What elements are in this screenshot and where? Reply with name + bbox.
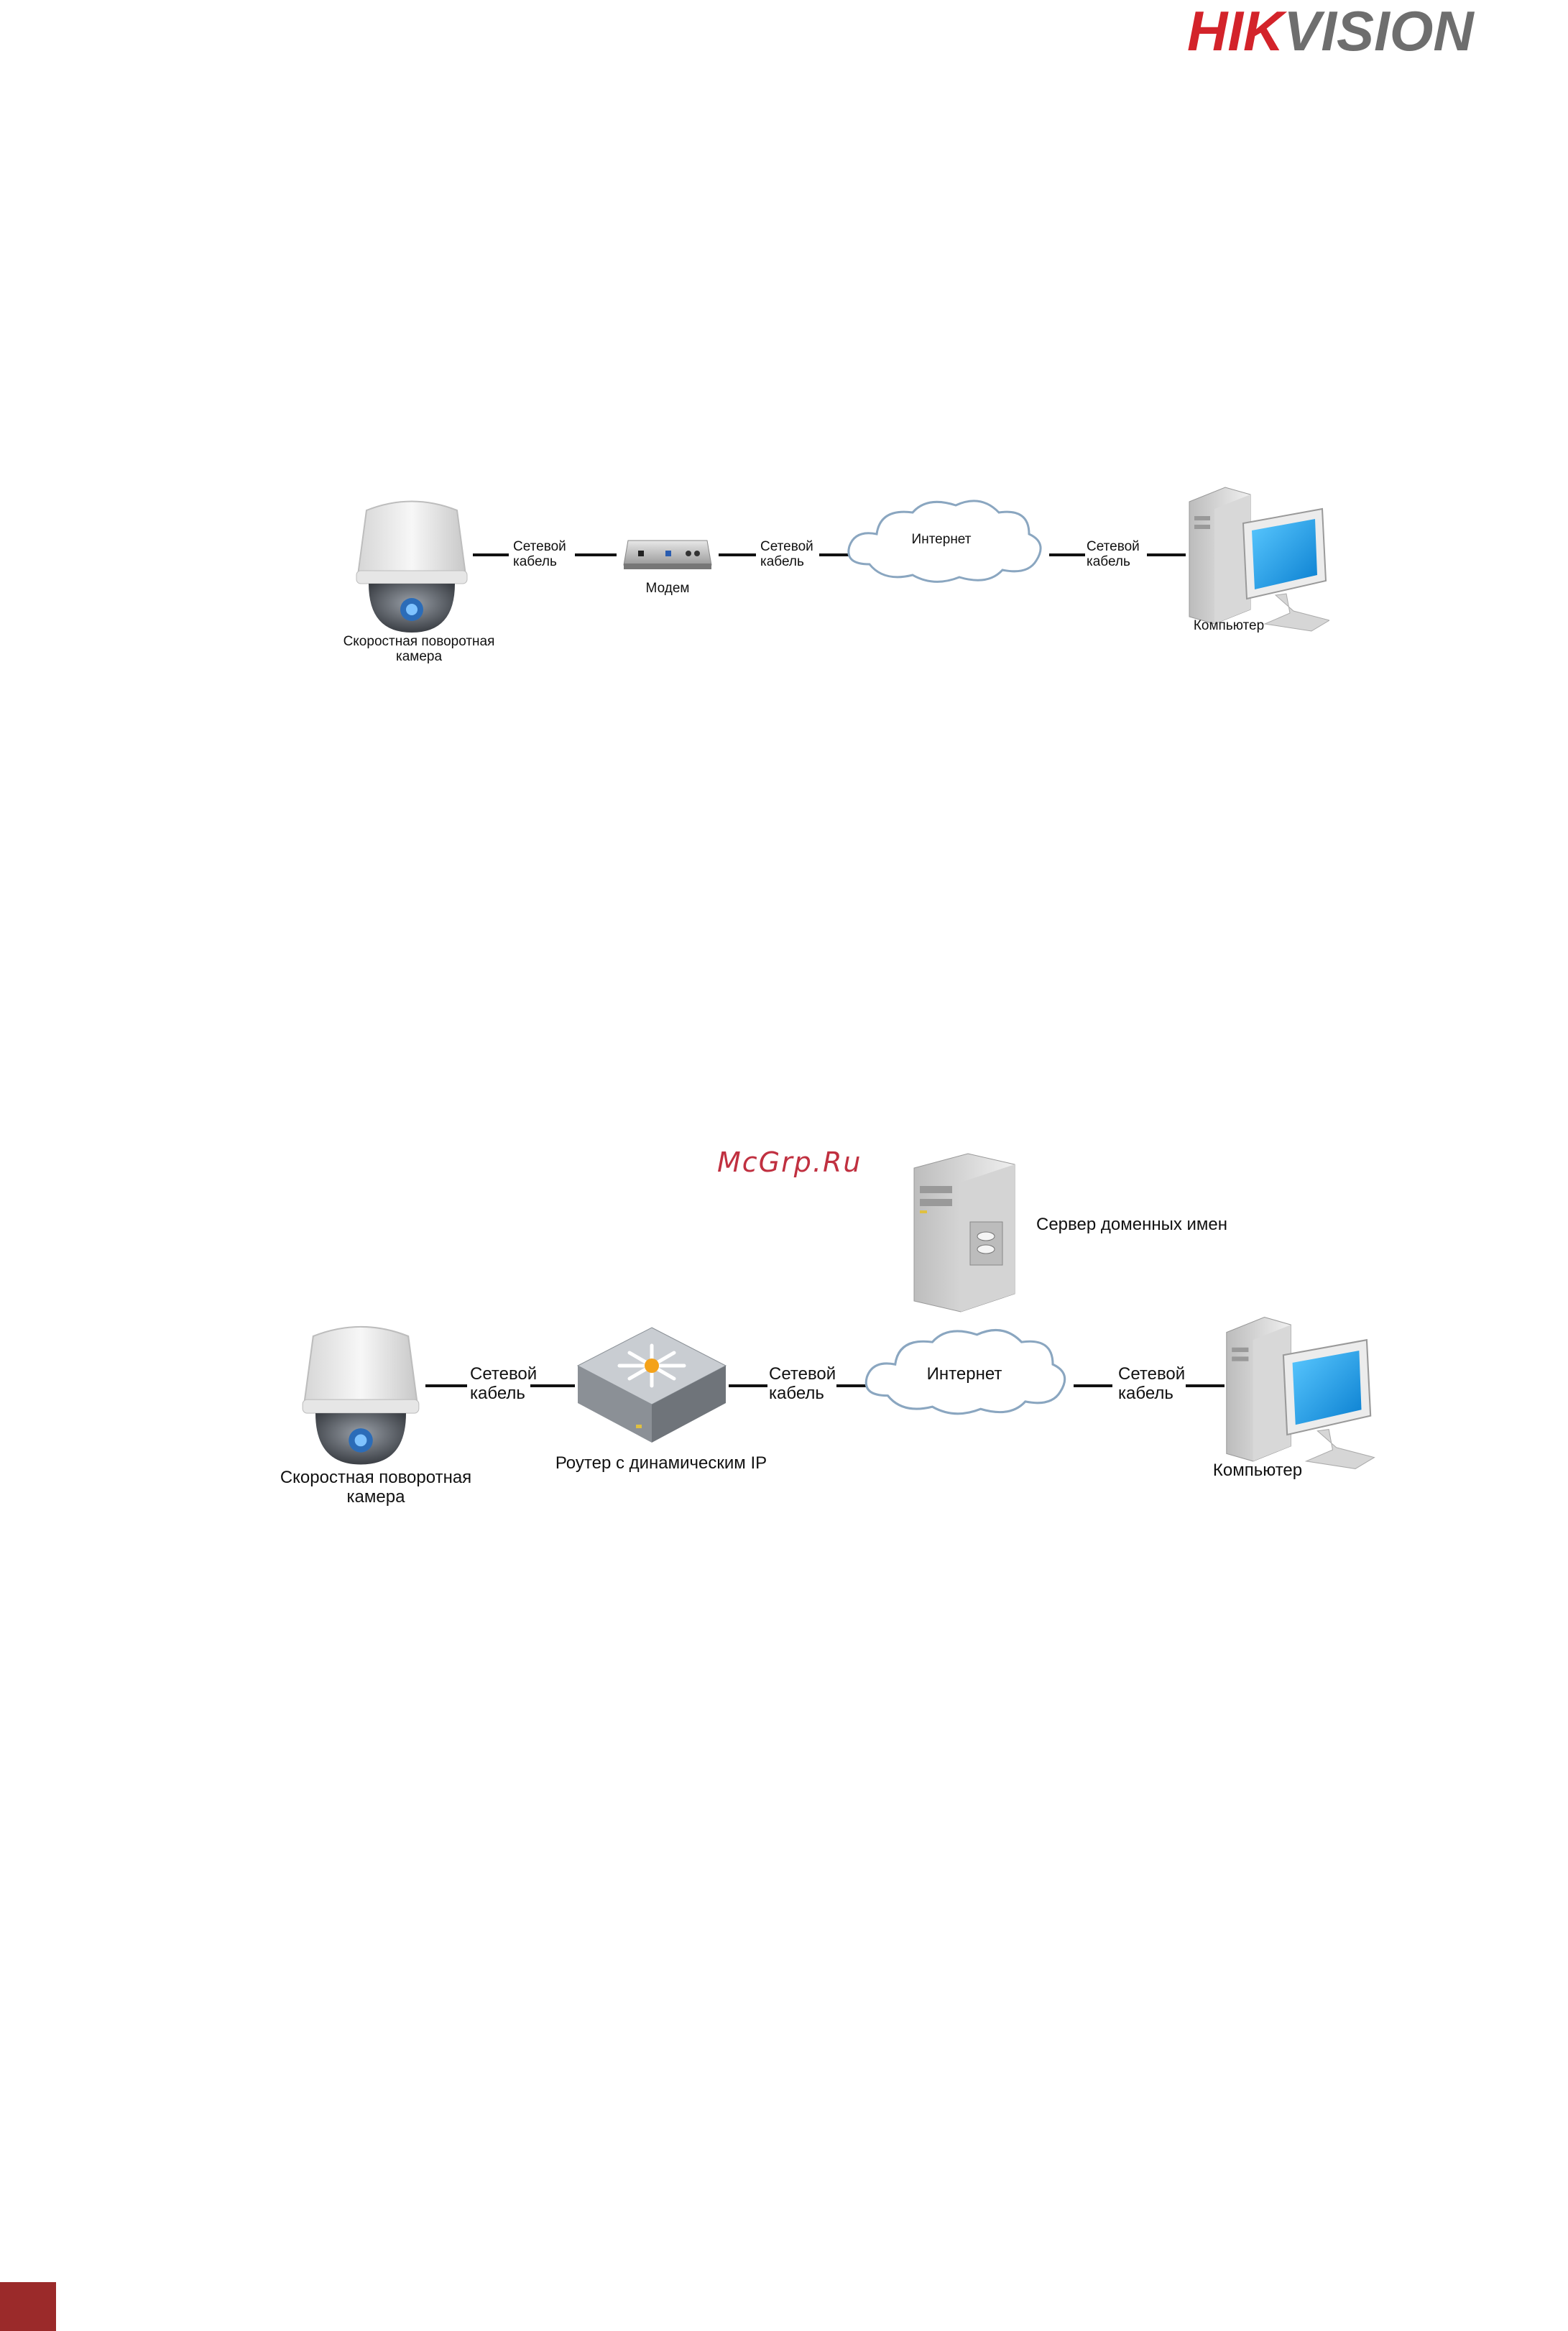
logo-grey-part: VISION: [1283, 0, 1475, 63]
cable-label: Сетевой кабель: [1087, 539, 1151, 569]
watermark: McGrp.Ru: [717, 1146, 862, 1178]
hikvision-logo: HIKVISION: [1187, 0, 1561, 65]
speed-dome-camera-icon: [351, 496, 473, 640]
modem-icon: [622, 538, 713, 572]
network-wire: [719, 553, 756, 556]
internet-label: Интернет: [884, 532, 999, 547]
network-wire: [1147, 553, 1186, 556]
network-wire: [530, 1384, 575, 1387]
speed-dome-camera-icon: [296, 1321, 425, 1472]
svg-text:HIKVISION: HIKVISION: [1187, 0, 1475, 63]
network-wire: [1186, 1384, 1225, 1387]
network-wire: [1049, 553, 1085, 556]
cable-label: Сетевой кабель: [769, 1364, 848, 1403]
computer-icon: [1186, 480, 1329, 638]
server-icon: [907, 1150, 1022, 1315]
computer-label: Компьютер: [1193, 1461, 1322, 1480]
dns-server-label: Сервер доменных имен: [1036, 1215, 1252, 1234]
network-wire: [473, 553, 509, 556]
logo-red-part: HIK: [1187, 0, 1288, 63]
cable-label: Сетевой кабель: [513, 539, 578, 569]
cable-label: Сетевой кабель: [470, 1364, 549, 1403]
network-wire: [575, 553, 617, 556]
camera-label: Скоростная поворотная камера: [264, 1468, 487, 1507]
internet-label: Интернет: [907, 1364, 1022, 1384]
cable-label: Сетевой кабель: [1118, 1364, 1197, 1403]
router-label: Роутер с динамическим IP: [546, 1453, 776, 1473]
page-corner-tab: [0, 2282, 56, 2331]
computer-label: Компьютер: [1164, 618, 1293, 633]
modem-label: Модем: [622, 581, 713, 596]
network-wire: [1074, 1384, 1112, 1387]
camera-label: Скоростная поворотная камера: [329, 634, 509, 664]
cable-label: Сетевой кабель: [760, 539, 825, 569]
network-wire: [729, 1384, 767, 1387]
router-icon: [575, 1324, 729, 1446]
computer-icon: [1222, 1310, 1375, 1476]
network-wire: [425, 1384, 467, 1387]
